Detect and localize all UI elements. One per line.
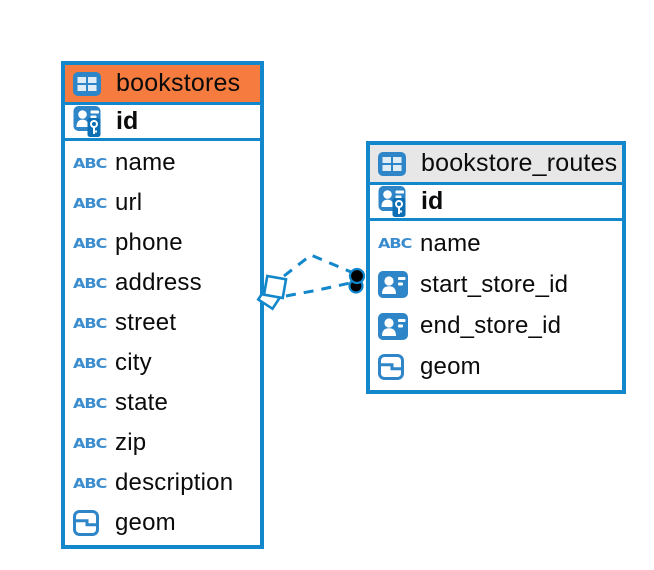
column-name: geom bbox=[115, 509, 176, 536]
text-column-icon: ABC bbox=[73, 155, 107, 171]
table-title: bookstores bbox=[116, 69, 241, 97]
column-name: phone bbox=[115, 229, 183, 256]
column-row-name[interactable]: ABC name bbox=[370, 223, 622, 264]
key-column-section: id bbox=[370, 185, 622, 221]
column-name: city bbox=[115, 349, 152, 376]
column-row-id[interactable]: id bbox=[370, 185, 622, 221]
text-column-icon: ABC bbox=[73, 315, 107, 331]
foreign-key-icon bbox=[378, 271, 412, 299]
column-row-state[interactable]: ABC state bbox=[65, 383, 260, 423]
column-row-start_store_id[interactable]: start_store_id bbox=[370, 264, 622, 305]
key-column-section: id bbox=[65, 105, 260, 141]
columns-section: ABC name start_store_id end_store_id geom bbox=[370, 221, 622, 390]
column-row-name[interactable]: ABC name bbox=[65, 143, 260, 183]
entity-bookstore_routes[interactable]: bookstore_routes id ABC name start_store_… bbox=[366, 141, 626, 394]
column-row-url[interactable]: ABC url bbox=[65, 183, 260, 223]
column-name: id bbox=[116, 107, 139, 135]
relationship-line[interactable] bbox=[285, 281, 351, 298]
table-header[interactable]: bookstores bbox=[65, 65, 260, 105]
column-row-geom[interactable]: geom bbox=[65, 503, 260, 543]
text-column-icon: ABC bbox=[73, 475, 107, 491]
column-name: zip bbox=[115, 429, 147, 456]
column-row-end_store_id[interactable]: end_store_id bbox=[370, 306, 622, 347]
column-row-phone[interactable]: ABC phone bbox=[65, 223, 260, 263]
column-row-geom[interactable]: geom bbox=[370, 347, 622, 388]
primary-key-icon bbox=[73, 105, 107, 138]
column-row-street[interactable]: ABC street bbox=[65, 303, 260, 343]
column-name: name bbox=[115, 149, 176, 176]
table-icon bbox=[378, 151, 412, 176]
text-column-icon: ABC bbox=[73, 355, 107, 371]
column-row-zip[interactable]: ABC zip bbox=[65, 423, 260, 463]
table-title: bookstore_routes bbox=[421, 149, 618, 177]
table-header[interactable]: bookstore_routes bbox=[370, 145, 622, 185]
column-name: name bbox=[420, 229, 481, 257]
column-name: description bbox=[115, 469, 234, 496]
foreign-key-icon bbox=[378, 312, 412, 340]
column-row-id[interactable]: id bbox=[65, 105, 260, 141]
text-column-icon: ABC bbox=[73, 435, 107, 451]
column-name: start_store_id bbox=[420, 270, 569, 298]
table-icon bbox=[73, 71, 107, 96]
text-column-icon: ABC bbox=[73, 195, 107, 211]
column-name: url bbox=[115, 189, 143, 216]
geometry-column-icon bbox=[73, 510, 107, 536]
relationship-dot-marker bbox=[348, 267, 366, 294]
column-name: address bbox=[115, 269, 202, 296]
text-column-icon: ABC bbox=[73, 275, 107, 291]
column-row-city[interactable]: ABC city bbox=[65, 343, 260, 383]
text-column-icon: ABC bbox=[378, 235, 412, 252]
relationship-line[interactable] bbox=[283, 253, 352, 278]
text-column-icon: ABC bbox=[73, 235, 107, 251]
geometry-column-icon bbox=[378, 354, 412, 381]
column-row-address[interactable]: ABC address bbox=[65, 263, 260, 303]
column-name: end_store_id bbox=[420, 312, 562, 340]
text-column-icon: ABC bbox=[73, 395, 107, 411]
column-name: street bbox=[115, 309, 177, 336]
primary-key-icon bbox=[378, 185, 412, 218]
column-name: id bbox=[421, 187, 444, 215]
column-name: geom bbox=[420, 353, 481, 381]
column-name: state bbox=[115, 389, 169, 416]
column-row-description[interactable]: ABC description bbox=[65, 463, 260, 503]
